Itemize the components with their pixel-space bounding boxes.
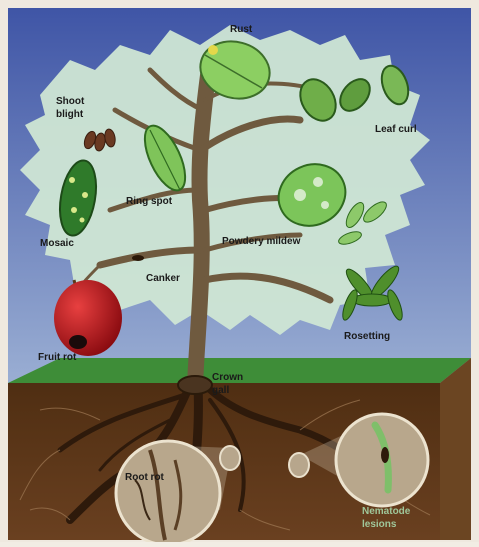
- label-ring-spot: Ring spot: [126, 196, 173, 207]
- label-fruit-rot: Fruit rot: [38, 352, 77, 363]
- canker-spot: [132, 255, 144, 261]
- label-powdery-mildew: Powdery mildew: [222, 236, 301, 247]
- soil-side: [440, 358, 471, 540]
- label-leaf-curl: Leaf curl: [375, 124, 417, 135]
- label-mosaic: Mosaic: [40, 238, 74, 249]
- label-crown-gall-2: gall: [212, 385, 229, 396]
- label-shoot-blight-1: Shoot: [56, 96, 85, 107]
- crown-gall-swelling: [178, 376, 212, 394]
- label-rust: Rust: [230, 24, 253, 35]
- label-nematode-2: lesions: [362, 519, 397, 530]
- label-root-rot: Root rot: [125, 472, 165, 483]
- label-nematode-1: Nematode: [362, 506, 411, 517]
- label-canker: Canker: [146, 273, 180, 284]
- label-crown-gall-1: Crown: [212, 372, 243, 383]
- fruit-rot-apple: [54, 280, 122, 356]
- label-rosetting: Rosetting: [344, 331, 390, 342]
- label-shoot-blight-2: blight: [56, 109, 84, 120]
